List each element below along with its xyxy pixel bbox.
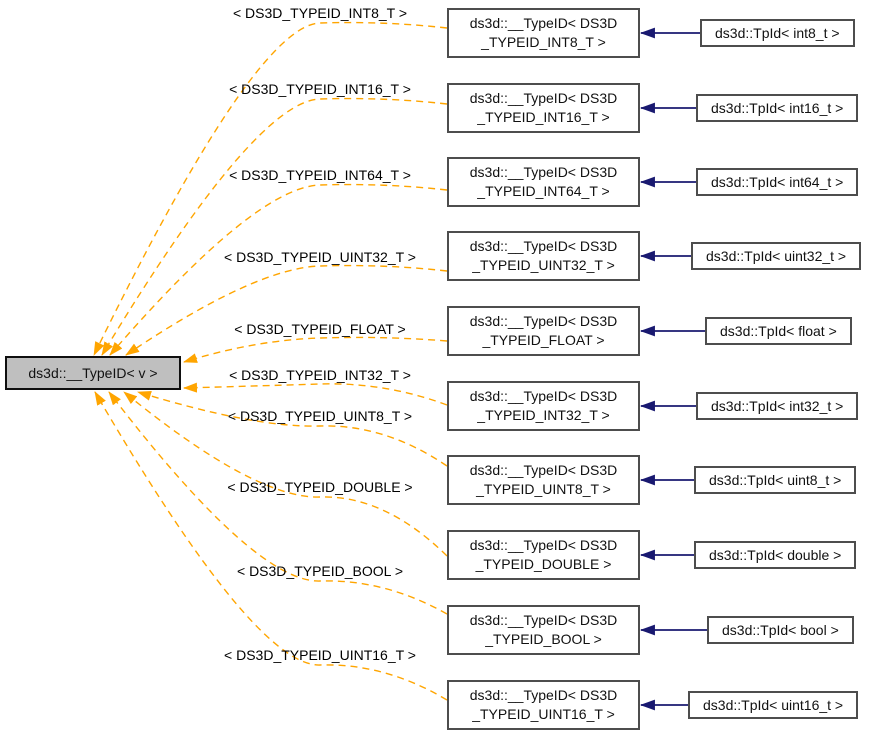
template-edge-int16	[101, 97, 448, 356]
instance-node-int32[interactable]: ds3d::__TypeID< DS3D _TYPEID_INT32_T >	[447, 381, 640, 431]
tpid-node-int64[interactable]: ds3d::TpId< int64_t >	[696, 168, 859, 196]
tpid-node-int8[interactable]: ds3d::TpId< int8_t >	[700, 19, 855, 47]
root-node-typeid-v: ds3d::__TypeID< v >	[5, 356, 181, 390]
instance-node-uint16[interactable]: ds3d::__TypeID< DS3D _TYPEID_UINT16_T >	[447, 680, 640, 730]
tpid-node-uint16[interactable]: ds3d::TpId< uint16_t >	[688, 691, 859, 719]
template-edge-uint32	[125, 264, 448, 356]
tpid-node-double[interactable]: ds3d::TpId< double >	[694, 541, 857, 569]
edge-label-int16: < DS3D_TYPEID_INT16_T >	[229, 81, 411, 97]
instance-node-int8[interactable]: ds3d::__TypeID< DS3D _TYPEID_INT8_T >	[447, 8, 640, 58]
edge-label-uint8: < DS3D_TYPEID_UINT8_T >	[227, 408, 413, 424]
instance-node-uint32[interactable]: ds3d::__TypeID< DS3D _TYPEID_UINT32_T >	[447, 231, 640, 281]
tpid-node-bool[interactable]: ds3d::TpId< bool >	[707, 616, 854, 644]
template-edge-uint8	[137, 391, 448, 467]
instance-node-int16[interactable]: ds3d::__TypeID< DS3D _TYPEID_INT16_T >	[447, 83, 640, 133]
tpid-node-float[interactable]: ds3d::TpId< float >	[705, 317, 852, 345]
template-edge-int32	[183, 382, 448, 406]
edge-label-int64: < DS3D_TYPEID_INT64_T >	[229, 167, 411, 183]
instance-node-double[interactable]: ds3d::__TypeID< DS3D _TYPEID_DOUBLE >	[447, 530, 640, 580]
edge-label-bool: < DS3D_TYPEID_BOOL >	[237, 563, 403, 579]
edge-label-int8: < DS3D_TYPEID_INT8_T >	[232, 5, 408, 21]
template-edge-float	[183, 336, 448, 363]
instance-node-bool[interactable]: ds3d::__TypeID< DS3D _TYPEID_BOOL >	[447, 605, 640, 655]
instance-node-int64[interactable]: ds3d::__TypeID< DS3D _TYPEID_INT64_T >	[447, 157, 640, 207]
tpid-node-int16[interactable]: ds3d::TpId< int16_t >	[696, 94, 859, 122]
instance-node-float[interactable]: ds3d::__TypeID< DS3D _TYPEID_FLOAT >	[447, 306, 640, 356]
tpid-node-int32[interactable]: ds3d::TpId< int32_t >	[696, 392, 859, 420]
tpid-node-uint8[interactable]: ds3d::TpId< uint8_t >	[694, 466, 857, 494]
edge-label-int32: < DS3D_TYPEID_INT32_T >	[229, 367, 411, 383]
edge-label-uint16: < DS3D_TYPEID_UINT16_T >	[224, 647, 416, 663]
template-edge-bool	[108, 391, 448, 615]
tpid-node-uint32[interactable]: ds3d::TpId< uint32_t >	[691, 242, 862, 270]
edge-label-uint32: < DS3D_TYPEID_UINT32_T >	[224, 249, 416, 265]
edge-label-float: < DS3D_TYPEID_FLOAT >	[234, 321, 406, 337]
edge-label-double: < DS3D_TYPEID_DOUBLE >	[227, 479, 413, 495]
template-edge-int8	[93, 21, 448, 356]
instance-node-uint8[interactable]: ds3d::__TypeID< DS3D _TYPEID_UINT8_T >	[447, 455, 640, 505]
